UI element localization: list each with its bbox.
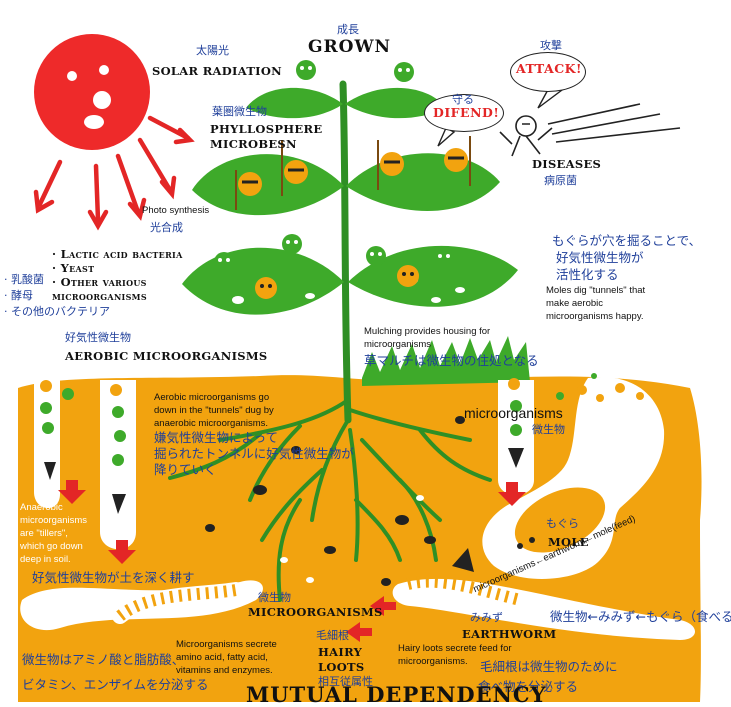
anaerobic-label-4: which go down: [20, 542, 83, 553]
microbe-green-leaf-3: [366, 246, 386, 266]
hairy-roots-label-jp: 毛細根: [316, 630, 349, 643]
bottom-left-jp-2: ビタミン、エンザイムを分泌する: [22, 678, 209, 692]
other-bacteria-label-jp: · その他のバクテリア: [4, 306, 110, 319]
solar-label: SOLAR RADIATION: [152, 65, 282, 78]
aerobic-label-jp: 好気性微生物: [65, 332, 131, 345]
leaf-mid-right: [346, 153, 500, 211]
bottom-right-en-1: Hairy loots secrete feed for: [398, 644, 512, 655]
anaerobic-label-5: deep in soil.: [20, 555, 71, 566]
mulching-label-jp: 草マルチは微生物の住処となる: [364, 354, 539, 368]
aerobic-label: AEROBIC MICROORGANISMS: [65, 350, 268, 363]
tunnels-label-jp-1: 嫌気性微生物によって: [154, 431, 278, 445]
other-various-label: · Other various: [52, 276, 147, 289]
plant-stem: [343, 84, 348, 420]
center-micro-label-jp: 微生物: [258, 592, 291, 605]
attack-label-jp: 攻撃: [540, 40, 562, 53]
grown-label-jp: 成長: [337, 24, 359, 37]
bottom-left-en-1: Microorganisms secrete: [176, 640, 277, 651]
tunnels-label-jp-3: 降りていく: [154, 463, 217, 477]
diseases-label-jp: 病原菌: [544, 175, 577, 188]
photosynthesis-label-jp: 光合成: [150, 222, 183, 235]
photosynthesis-label: Photo synthesis: [142, 206, 209, 217]
microorganisms-right-label: microorganisms: [464, 405, 563, 421]
grown-label: GROWN: [308, 38, 391, 58]
microbe-orange-leaf-2: [397, 265, 419, 287]
microbe-green-top-2: [394, 62, 414, 82]
mole-tunnel-en-3: microorganisms happy.: [546, 312, 644, 323]
leaf-mid-left: [192, 154, 344, 215]
tunnels-label-jp-2: 掘られたトンネルに好気性微生物が: [154, 447, 354, 461]
microbe-green-leaf-2: [282, 234, 302, 254]
tunnel-right: [498, 380, 534, 495]
attack-label: ATTACK!: [516, 62, 582, 76]
microorganisms-label: microorganisms: [52, 290, 147, 303]
microbe-green-top-1: [296, 60, 316, 80]
disease-figure: [500, 104, 680, 156]
mulching-label-1: Mulching provides housing for: [364, 327, 490, 338]
tunnels-label-1: Aerobic microorganisms go: [154, 393, 269, 404]
anaerobic-label-3: are "tillers",: [20, 529, 68, 540]
feed-chain-label-jp: 微生物←みみず←もぐら（食べる）: [550, 610, 731, 624]
yeast-label-jp: · 酵母: [4, 290, 33, 303]
bottom-left-en-2: amino acid, fatty acid,: [176, 653, 268, 664]
tunnels-label-3: anaerobic microorganisms.: [154, 419, 268, 430]
earthworm-label: EARTHWORM: [462, 628, 556, 641]
mole-tunnel-jp-1: もぐらが穴を掘ることで、: [552, 234, 701, 248]
bottom-left-en-3: vitamins and enzymes.: [176, 666, 273, 677]
earthworm-label-jp: みみず: [470, 612, 503, 625]
anaerobic-label-1: Anaerobic: [20, 503, 63, 514]
microbe-green-leaf-1: [214, 252, 234, 272]
diseases-label: DISEASES: [532, 158, 601, 171]
mutual-dependency-title: MUTUAL DEPENDENCY: [246, 683, 547, 707]
sun: [34, 34, 150, 150]
solar-label-jp: 太陽光: [196, 45, 229, 58]
microbe-green-leaf-4: [434, 248, 454, 268]
center-micro-label: MICROORGANISMS: [248, 606, 383, 619]
mole-tunnel-en-1: Moles dig "tunnels" that: [546, 286, 645, 297]
bottom-right-en-2: microorganisms.: [398, 657, 468, 668]
microorganisms-right-label-jp: 微生物: [532, 424, 565, 437]
loots-label: LOOTS: [318, 661, 364, 674]
bottom-left-jp-1: 微生物はアミノ酸と脂肪酸、: [22, 653, 184, 667]
mole-label-jp: もぐら: [546, 518, 579, 531]
phyllosphere-label-1: PHYLLOSPHERE: [210, 123, 322, 136]
mole-tunnel-en-2: make aerobic: [546, 299, 603, 310]
lactic-acid-label-jp: · 乳酸菌: [4, 274, 44, 287]
anaerobic-label-jp: 好気性微生物が土を深く耕す: [32, 571, 195, 585]
phyllosphere-label-jp: 葉圏微生物: [212, 106, 267, 119]
hairy-label: HAIRY: [318, 646, 362, 659]
phyllosphere-label-2: MICROBESN: [210, 138, 297, 151]
bottom-right-jp-1: 毛細根は微生物のために: [480, 660, 618, 674]
mulching-label-2: microorganisms: [364, 340, 431, 351]
tunnel-left-1: [34, 380, 60, 508]
mole-tunnel-jp-3: 活性化する: [556, 268, 619, 282]
defend-label: DIFEND!: [433, 106, 499, 120]
lactic-acid-label: · Lactic acid bacteria: [52, 248, 183, 261]
microbe-orange-leaf-1: [255, 277, 277, 299]
mole-tunnel-jp-2: 好気性微生物が: [556, 251, 644, 265]
tunnels-label-2: down in the "tunnels" dug by: [154, 406, 274, 417]
yeast-label: · Yeast: [52, 262, 94, 275]
anaerobic-label-2: microorganisms: [20, 516, 87, 527]
